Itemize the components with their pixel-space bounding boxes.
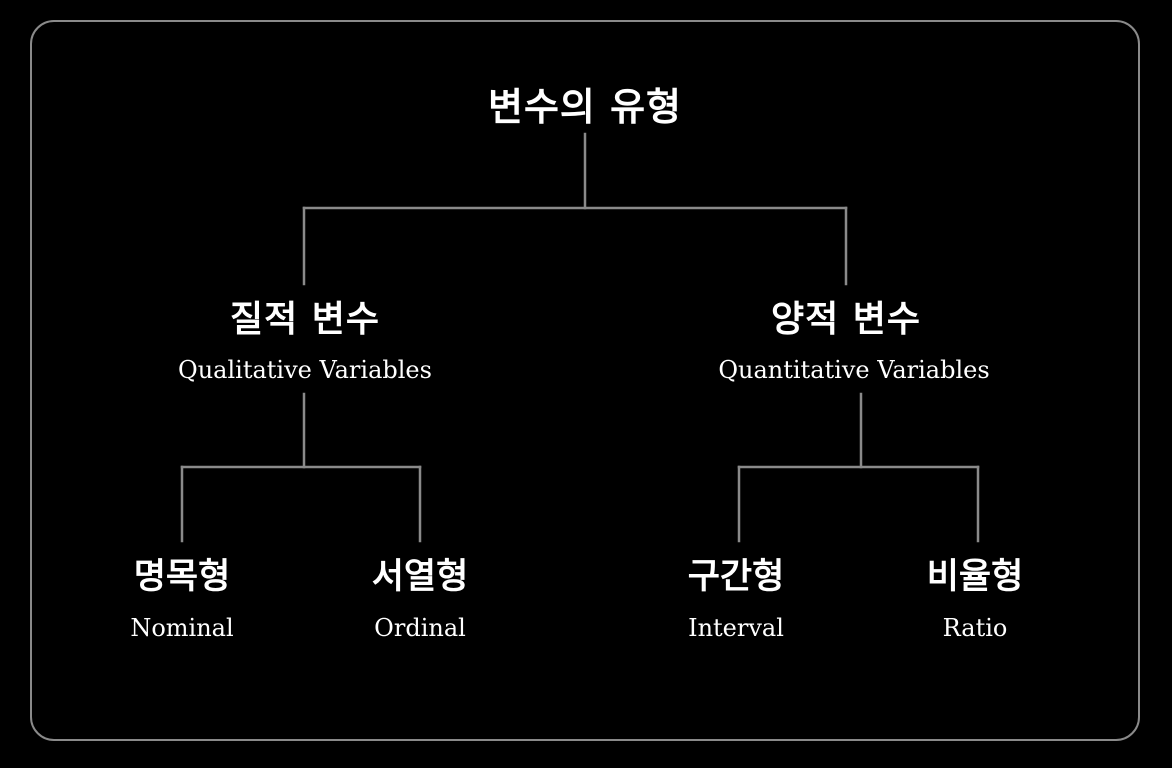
interval-subtitle: Interval: [688, 614, 784, 642]
ordinal-title: 서열형: [371, 556, 469, 597]
quantitative-subtitle: Quantitative Variables: [718, 356, 990, 384]
nominal-title: 명목형: [133, 556, 231, 597]
qualitative-title: 질적 변수: [229, 298, 381, 340]
ordinal-subtitle: Ordinal: [374, 614, 466, 642]
qualitative-subtitle: Qualitative Variables: [178, 356, 432, 384]
quantitative-title: 양적 변수: [770, 298, 922, 340]
nominal-subtitle: Nominal: [130, 614, 234, 642]
ratio-subtitle: Ratio: [942, 614, 1008, 642]
ratio-title: 비율형: [926, 556, 1024, 597]
root-title: 변수의 유형: [487, 84, 683, 129]
interval-title: 구간형: [687, 556, 785, 597]
diagram-frame: [30, 20, 1140, 741]
